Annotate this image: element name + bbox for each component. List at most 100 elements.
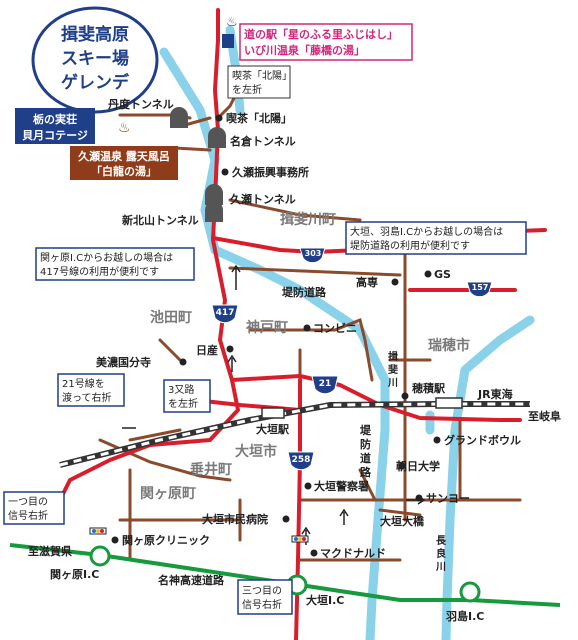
- shinkitayama-tunnel-icon: [205, 201, 223, 222]
- route-303-label: 303: [305, 249, 322, 258]
- route-258-line: [294, 378, 302, 640]
- sekigahara-ic-label: 関ヶ原I.C: [50, 568, 99, 581]
- hozumi-station-mark: [435, 397, 463, 409]
- note-3way-line-1: 3又路: [168, 383, 194, 396]
- hospital-label: 大垣市民病院: [202, 512, 268, 526]
- callout-signal1: 一つ目の 信号右折: [3, 491, 65, 525]
- note-r21-line-2: 渡って右折: [62, 391, 112, 404]
- kuze-tunnel-label: 久瀬トンネル: [230, 192, 296, 206]
- town-godo: 神戸町: [246, 319, 288, 336]
- nagara-river-label: 長 良 川: [435, 535, 447, 573]
- sekigahara-ic-mark: [89, 545, 111, 567]
- convenience-label: コンビニ: [313, 321, 357, 335]
- route-417-line: [58, 8, 240, 502]
- cottage-line-1: 栃の実荘: [33, 112, 77, 126]
- route-258-badge: 258: [287, 451, 315, 471]
- kuze-onsen-line-1: 久瀬温泉 露天風呂: [78, 149, 170, 163]
- ski-resort: 揖斐高原 スキー場 ゲレンデ: [31, 6, 159, 114]
- route-258-label: 258: [292, 455, 311, 465]
- shinkitayama-tunnel-label: 新北山トンネル: [122, 213, 199, 227]
- jr-label: JR東海: [477, 387, 513, 401]
- jr-railway: [59, 397, 530, 468]
- to-shiga-label: 至滋賀県: [28, 544, 72, 558]
- point-markers: [111, 114, 441, 557]
- cafe-callout: 喫茶「北陽」 を左折: [227, 65, 292, 99]
- levee-road-label-2: 堤 防 道 路: [360, 423, 372, 479]
- town-ikeda: 池田町: [150, 309, 192, 326]
- hashima-ic-mark: [459, 581, 481, 603]
- mcd-label: マクドナルド: [320, 547, 386, 560]
- note-3way-line-2: を左折: [168, 397, 198, 410]
- note-signal3-line-2: 信号右折: [242, 598, 282, 611]
- ohashi-label: 大垣大橋: [380, 514, 425, 528]
- note-signal1-line-1: 一つ目の: [8, 497, 48, 508]
- michinoeki-label: ♨ 道の駅「星のふる里ふじはし」 いび川温泉「藤橋の湯」: [222, 15, 413, 61]
- callout-r21: 21号線を 渡って右折: [57, 373, 125, 407]
- route-303-badge: 303: [299, 247, 326, 264]
- onsen-icon-1: ♨: [226, 15, 238, 30]
- svg-text:路: 路: [360, 465, 372, 479]
- asahi-univ-label: 朝日大学: [396, 459, 440, 473]
- callout-levee: 大垣、羽島I.Cからお越しの場合は 堤防道路の利用が便利です: [345, 221, 527, 255]
- route-21-badge: 21: [311, 375, 339, 395]
- route-417-badge: 417: [211, 304, 239, 324]
- cottage-box: 栃の実荘 貝月コテージ: [15, 108, 95, 144]
- tando-tunnel-icon: [170, 107, 188, 128]
- kuze-tunnel-icon: [205, 184, 223, 205]
- town-ogaki: 大垣市: [235, 443, 277, 460]
- clinic-label: 関ヶ原クリニック: [122, 534, 210, 547]
- ski-line-3: ゲレンデ: [61, 72, 130, 93]
- callout-417: 関ヶ原I.Cからお越しの場合は 417号線の利用が便利です: [35, 247, 195, 281]
- police-label: 大垣警察署: [314, 479, 369, 493]
- note-417-line-1: 関ヶ原I.Cからお越しの場合は: [40, 251, 173, 264]
- nittei-label: 日産: [196, 343, 218, 357]
- cafe-label: 喫茶「北陽」: [226, 111, 292, 125]
- tando-tunnel-label: 丹度トンネル: [108, 97, 174, 111]
- town-sekigahara: 関ヶ原町: [140, 486, 196, 502]
- note-417-line-2: 417号線の利用が便利です: [40, 265, 159, 278]
- town-mizuho: 瑞穂市: [428, 337, 470, 354]
- to-gifu-label: 至岐阜: [528, 409, 561, 423]
- cafe-note-line-2: を左折: [232, 83, 262, 96]
- ibi-river-label: 揖 斐 川: [387, 350, 399, 389]
- michinoeki-line-2: いび川温泉「藤橋の湯」: [244, 43, 365, 57]
- note-r21-line-1: 21号線を: [62, 377, 105, 390]
- koshin-label: 高専: [356, 275, 378, 289]
- hashima-ic-label: 羽島I.C: [446, 609, 484, 623]
- kuze-office-label: 久瀬振興事務所: [232, 165, 309, 179]
- ski-line-1: 揖斐高原: [61, 24, 129, 45]
- svg-text:斐: 斐: [388, 363, 399, 376]
- note-levee-line-1: 大垣、羽島I.Cからお越しの場合は: [350, 225, 503, 238]
- ogaki-station-label: 大垣駅: [256, 422, 289, 436]
- svg-text:道: 道: [360, 451, 371, 465]
- route-157-badge: 157: [466, 281, 493, 298]
- route-417-label: 417: [216, 308, 235, 318]
- svg-text:堤: 堤: [360, 423, 372, 437]
- town-ibigawa: 揖斐川町: [280, 211, 336, 228]
- hozumi-label: 穂積駅: [412, 381, 445, 395]
- callout-3way: 3又路 を左折: [163, 379, 211, 413]
- svg-text:川: 川: [387, 377, 398, 389]
- nago-tunnel-icon: [208, 127, 226, 148]
- town-tarui: 垂井町: [190, 461, 232, 478]
- ski-line-2: スキー場: [61, 49, 129, 69]
- cottage-line-2: 貝月コテージ: [22, 129, 88, 142]
- gs-label: GS: [434, 268, 451, 281]
- svg-text:良: 良: [436, 547, 446, 560]
- note-signal1-line-2: 信号右折: [8, 509, 48, 522]
- traffic-signals: [89, 527, 309, 543]
- route-badges: 303 157 417 21 258: [211, 247, 493, 471]
- meishin-label: 名神高速道路: [158, 573, 225, 587]
- kuze-onsen-line-2: 「白龍の湯」: [91, 164, 157, 178]
- route-21-label: 21: [319, 379, 332, 389]
- svg-text:防: 防: [360, 437, 371, 451]
- svg-text:長: 長: [436, 535, 447, 547]
- grand-bowl-label: グランドボウル: [444, 433, 521, 447]
- ogaki-ic-label: 大垣I.C: [306, 593, 344, 607]
- note-levee-line-2: 堤防道路の利用が便利です: [350, 239, 470, 252]
- svg-text:揖: 揖: [388, 350, 398, 363]
- note-signal3-line-1: 三つ目の: [242, 586, 282, 597]
- nago-tunnel-label: 名倉トンネル: [230, 134, 296, 148]
- ogaki-station-mark: [261, 407, 285, 419]
